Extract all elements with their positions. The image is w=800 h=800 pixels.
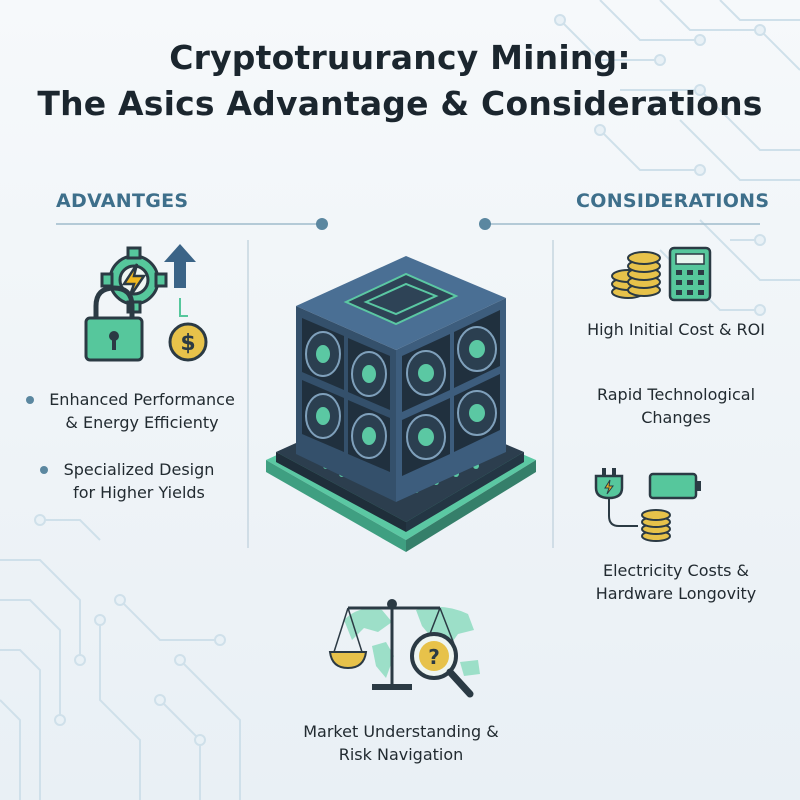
power-plug-icon	[594, 468, 638, 527]
magnifier-question-icon: ?	[410, 632, 474, 698]
up-arrow-icon	[164, 244, 196, 288]
world-map-icon	[344, 606, 480, 678]
advantage-item-2-line1: Specialized Design	[63, 460, 215, 479]
considerations-heading: CONSIDERATIONS	[576, 190, 770, 212]
consideration-item-3-line1: Electricity Costs &	[602, 561, 750, 580]
page-title-line1: Cryptotruurancy Mining:	[169, 38, 631, 77]
consideration-item-1: High Initial Cost & ROI	[558, 318, 794, 341]
svg-text:?: ?	[428, 645, 440, 669]
coin-stack-icon	[641, 509, 671, 542]
dollar-coin-icon: $	[168, 322, 208, 362]
consideration-item-2-line2: Changes	[641, 408, 711, 427]
consideration-item-3: Electricity Costs & Hardware Longovity	[558, 559, 794, 605]
svg-text:$: $	[180, 331, 195, 356]
calculator-icon	[668, 246, 712, 302]
coin-stack-icon	[611, 251, 661, 299]
bullet-dot	[40, 466, 48, 474]
advantages-heading: ADVANTGES	[56, 190, 189, 212]
market-item: Market Understanding & Risk Navigation	[270, 720, 532, 766]
asic-miner-illustration	[266, 256, 536, 552]
padlock-icon	[84, 285, 144, 362]
advantage-item-2: Specialized Design for Higher Yields	[44, 458, 234, 504]
consideration-item-3-line2: Hardware Longovity	[595, 584, 757, 603]
market-item-line1: Market Understanding &	[303, 722, 499, 741]
advantages-icon-group: $	[84, 244, 208, 362]
market-icon-group: ?	[328, 599, 480, 698]
consideration-item-1-line1: High Initial Cost & ROI	[587, 320, 765, 339]
advantage-item-1-line1: Enhanced Performance	[49, 390, 235, 409]
market-item-line2: Risk Navigation	[338, 745, 464, 764]
advantage-item-1: Enhanced Performance & Energy Efficienty	[36, 388, 248, 434]
consideration-item-2: Rapid Technological Changes	[558, 383, 794, 429]
electricity-icon-group	[594, 468, 701, 542]
cost-icon-group	[611, 246, 712, 302]
bullet-dot	[26, 396, 34, 404]
consideration-item-2-line1: Rapid Technological	[596, 385, 756, 404]
battery-icon	[648, 472, 701, 500]
advantage-item-1-line2: & Energy Efficienty	[65, 413, 219, 432]
advantage-item-2-line2: for Higher Yields	[73, 483, 205, 502]
page-title-line2: The Asics Advantage & Considerations	[37, 84, 763, 123]
